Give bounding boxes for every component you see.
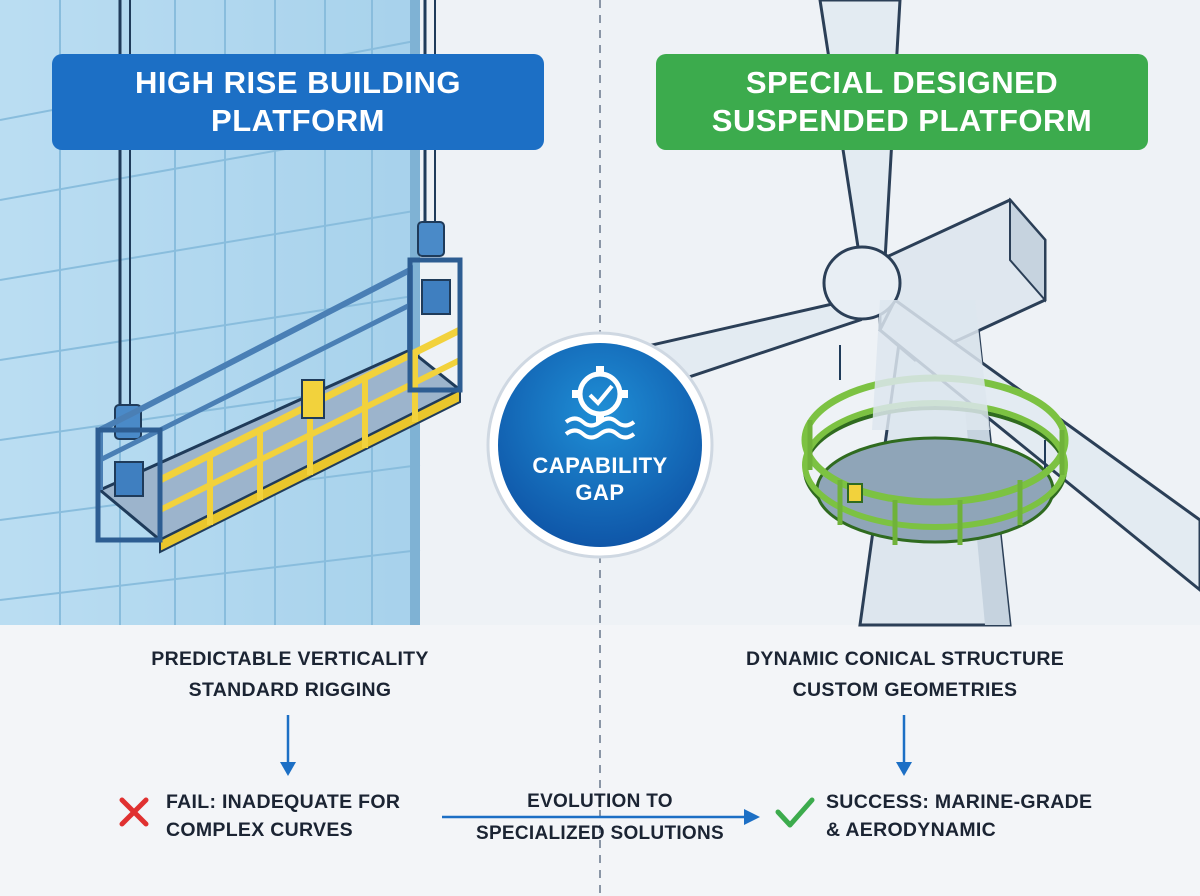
checkmark-icon — [775, 797, 815, 828]
success-outcome: SUCCESS: MARINE-GRADE & AERODYNAMIC — [826, 788, 1146, 844]
left-title-line1: HIGH RISE BUILDING — [135, 65, 461, 100]
right-features: DYNAMIC CONICAL STRUCTURE CUSTOM GEOMETR… — [700, 644, 1110, 706]
left-feature-2: STANDARD RIGGING — [188, 679, 392, 701]
badge-line1: CAPABILITY — [532, 453, 668, 478]
capability-gap-label: CAPABILITY GAP — [500, 452, 700, 506]
building-platform — [95, 0, 463, 554]
evolution-label: EVOLUTION TO SPECIALIZED SOLUTIONS — [470, 786, 730, 850]
cross-icon — [119, 797, 149, 827]
fail-line1: FAIL: INADEQUATE FOR — [166, 791, 401, 813]
arrow-right-evolution — [442, 809, 760, 825]
left-feature-1: PREDICTABLE VERTICALITY — [151, 648, 429, 670]
left-title-banner: HIGH RISE BUILDING PLATFORM — [52, 54, 544, 150]
fail-line2: COMPLEX CURVES — [166, 819, 353, 841]
badge-line2: GAP — [575, 480, 625, 505]
left-title-line2: PLATFORM — [211, 103, 385, 138]
right-title-banner: SPECIAL DESIGNED SUSPENDED PLATFORM — [656, 54, 1148, 150]
left-features: PREDICTABLE VERTICALITY STANDARD RIGGING — [110, 644, 470, 706]
right-title-line2: SUSPENDED PLATFORM — [711, 103, 1093, 138]
success-line1: SUCCESS: MARINE-GRADE — [826, 791, 1093, 813]
evolution-line1: EVOLUTION TO — [527, 791, 673, 812]
right-feature-1: DYNAMIC CONICAL STRUCTURE — [745, 648, 1065, 670]
suspended-ring-platform — [801, 300, 1069, 545]
right-title-line1: SPECIAL DESIGNED — [745, 65, 1059, 100]
success-line2: & AERODYNAMIC — [826, 819, 997, 841]
capability-gap-badge — [486, 331, 714, 559]
right-feature-2: CUSTOM GEOMETRIES — [792, 679, 1018, 701]
evolution-line2: SPECIALIZED SOLUTIONS — [475, 823, 725, 844]
gear-check-waves-icon — [564, 366, 636, 440]
arrow-down-left — [280, 715, 296, 776]
arrow-down-right — [896, 715, 912, 776]
fail-outcome: FAIL: INADEQUATE FOR COMPLEX CURVES — [166, 788, 466, 844]
